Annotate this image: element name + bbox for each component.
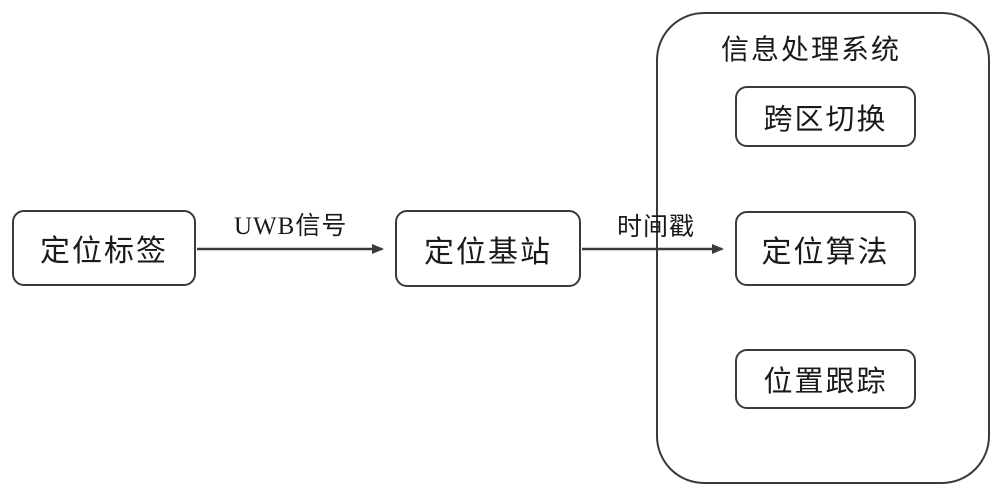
- node-base-station: 定位基站: [395, 210, 581, 287]
- node-handover-label: 跨区切换: [763, 103, 888, 136]
- node-positioning-tag-label: 定位标签: [40, 235, 168, 268]
- edge-label-timestamp: 时间戳: [617, 214, 696, 241]
- edge-label-uwb-signal: UWB信号: [234, 213, 348, 240]
- node-algorithm-label: 定位算法: [761, 235, 890, 269]
- node-handover: 跨区切换: [735, 86, 916, 147]
- node-positioning-tag: 定位标签: [12, 210, 196, 286]
- system-title: 信息处理系统: [721, 35, 902, 66]
- node-tracking: 位置跟踪: [735, 349, 916, 409]
- node-algorithm: 定位算法: [735, 211, 916, 286]
- node-base-station-label: 定位基站: [424, 235, 552, 269]
- node-tracking-label: 位置跟踪: [763, 366, 888, 398]
